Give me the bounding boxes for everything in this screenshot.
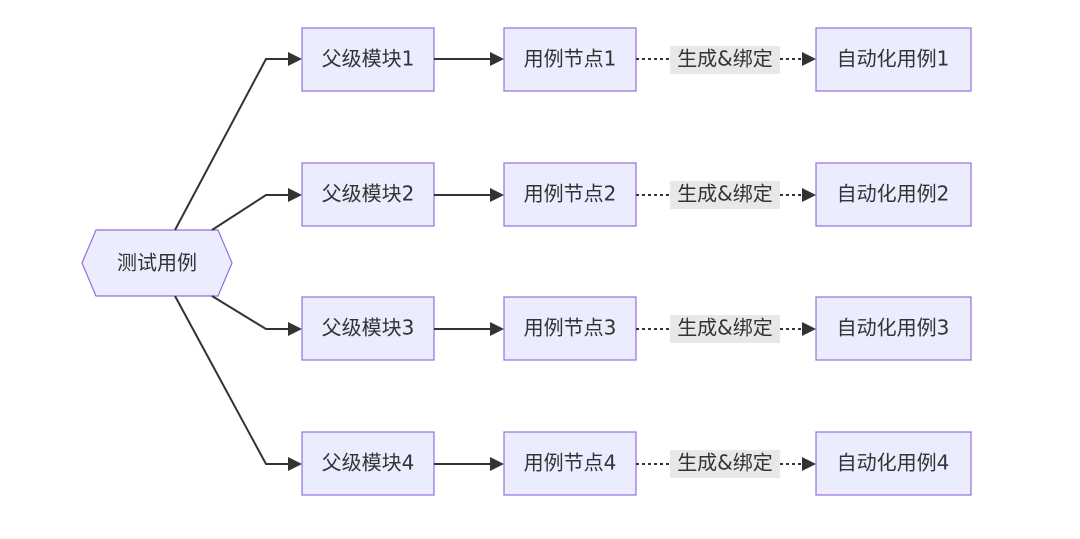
module-label-4: 父级模块4	[322, 451, 415, 475]
root-node: 测试用例	[81, 229, 233, 297]
edge-label-bg-3	[670, 315, 780, 343]
row-2: 父级模块2 用例节点2 生成&绑定 自动化用例2	[301, 162, 972, 227]
module-label-1: 父级模块1	[322, 47, 415, 71]
edge-root-module-2	[211, 194, 288, 231]
arrowhead-node-auto-4	[802, 457, 816, 471]
case-node-box-3	[503, 296, 637, 361]
case-node-box-1	[503, 27, 637, 92]
arrowhead-module-node-4	[490, 457, 504, 471]
arrowhead-module-node-1	[490, 52, 504, 66]
edge-root-module-4	[174, 295, 288, 465]
edge-label-bg-1	[670, 46, 780, 74]
arrowhead-root-module-2	[288, 188, 302, 202]
auto-case-box-4	[815, 431, 972, 496]
auto-case-box-1	[815, 27, 972, 92]
case-node-box-4	[503, 431, 637, 496]
arrowhead-node-auto-1	[802, 52, 816, 66]
module-box-3	[301, 296, 435, 361]
arrowhead-root-module-4	[288, 457, 302, 471]
auto-case-box-3	[815, 296, 972, 361]
arrowhead-module-node-2	[490, 188, 504, 202]
row-4: 父级模块4 用例节点4 生成&绑定 自动化用例4	[301, 431, 972, 496]
auto-case-label-2: 自动化用例2	[837, 182, 950, 206]
module-box-1	[301, 27, 435, 92]
auto-case-box-2	[815, 162, 972, 227]
case-node-label-2: 用例节点2	[524, 182, 617, 206]
module-label-2: 父级模块2	[322, 182, 415, 206]
arrowhead-module-node-3	[490, 322, 504, 336]
edge-root-module-3	[211, 295, 288, 330]
edge-label-2: 生成&绑定	[677, 182, 773, 206]
edge-label-bg-2	[670, 181, 780, 209]
edge-label-3: 生成&绑定	[677, 316, 773, 340]
edge-label-1: 生成&绑定	[677, 47, 773, 71]
auto-case-label-1: 自动化用例1	[837, 47, 950, 71]
module-box-4	[301, 431, 435, 496]
root-label: 测试用例	[117, 251, 197, 275]
auto-case-label-4: 自动化用例4	[837, 451, 950, 475]
root-hexagon-shape	[81, 229, 233, 297]
case-node-label-1: 用例节点1	[524, 47, 617, 71]
edge-label-bg-4	[670, 450, 780, 478]
case-node-box-2	[503, 162, 637, 227]
case-node-label-3: 用例节点3	[524, 316, 617, 340]
edge-label-4: 生成&绑定	[677, 451, 773, 475]
root-edges	[174, 52, 302, 471]
arrowhead-root-module-3	[288, 322, 302, 336]
auto-case-label-3: 自动化用例3	[837, 316, 950, 340]
row-1: 父级模块1 用例节点1 生成&绑定 自动化用例1	[301, 27, 972, 92]
arrowhead-node-auto-3	[802, 322, 816, 336]
row-3: 父级模块3 用例节点3 生成&绑定 自动化用例3	[301, 296, 972, 361]
case-node-label-4: 用例节点4	[524, 451, 617, 475]
edge-root-module-1	[174, 58, 288, 231]
module-label-3: 父级模块3	[322, 316, 415, 340]
arrowhead-root-module-1	[288, 52, 302, 66]
module-box-2	[301, 162, 435, 227]
arrowhead-node-auto-2	[802, 188, 816, 202]
